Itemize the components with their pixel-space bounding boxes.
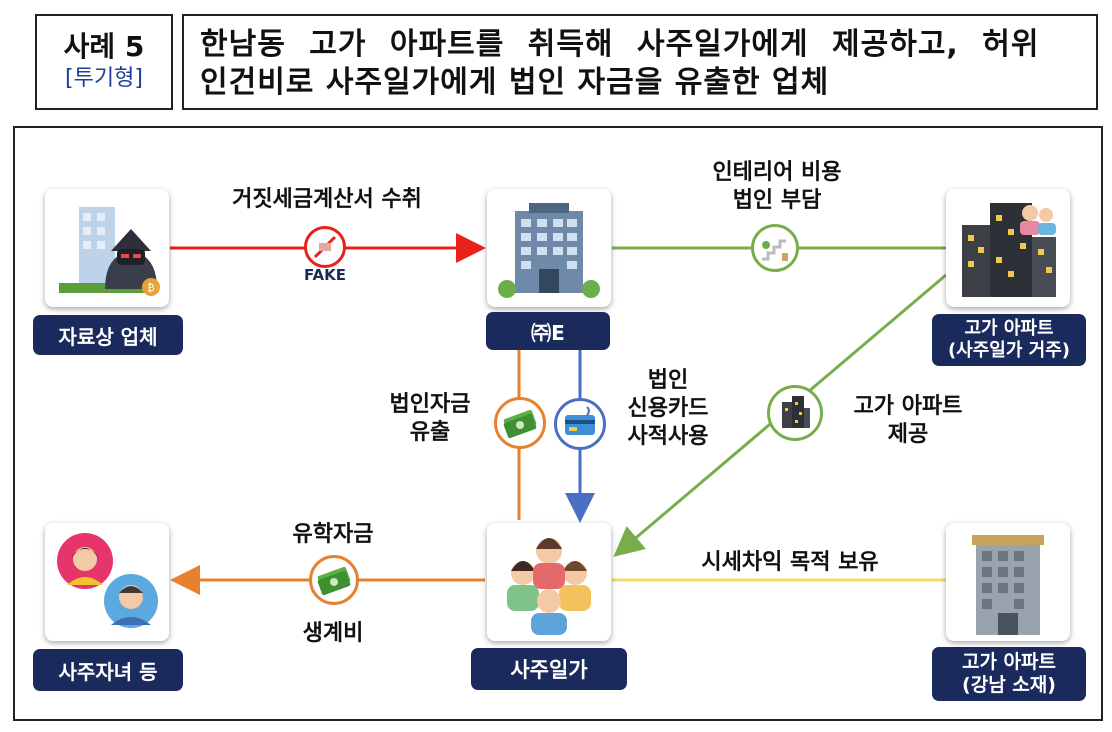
apartment-provided-label-2: 제공 (887, 422, 929, 447)
svg-text:₿: ₿ (147, 282, 154, 294)
luxury-apartment-card (946, 189, 1070, 307)
family-card (487, 523, 611, 641)
apartment-tower-icon (962, 203, 1056, 297)
study-funds-label: 유학자금 (292, 522, 374, 547)
credit-card-label-3: 사적사용 (627, 424, 709, 449)
company-card (487, 189, 611, 307)
money-icon (494, 397, 546, 449)
hacker-icon: ₿ (59, 207, 160, 296)
case-type: [투기형] (65, 66, 143, 91)
credit-card-label-2: 신용카드 (627, 396, 709, 421)
case-title: 사례 5 (63, 30, 145, 63)
no-sign-icon (304, 226, 346, 268)
family-group-icon (507, 538, 591, 635)
funds-outflow-label-2: 유출 (409, 420, 451, 445)
interior-cost-label-1: 인테리어 비용 (712, 160, 842, 185)
interior-cost-label-2: 법인 부담 (732, 188, 822, 213)
broker-label: 자료상 업체 (33, 315, 183, 355)
children-icon (57, 533, 158, 628)
headline-box: 한남동 고가 아파트를 취득해 사주일가에게 제공하고, 허위 인건비로 사주일… (182, 14, 1098, 110)
office-building-icon (498, 203, 600, 298)
children-label: 사주자녀 등 (33, 649, 183, 691)
gangnam-apartment-label: 고가 아파트 (강남 소재) (932, 647, 1086, 701)
broker-card: ₿ (45, 189, 169, 307)
funds-outflow-label-1: 법인자금 (389, 392, 471, 417)
hold-for-gain-label: 시세차익 목적 보유 (701, 550, 879, 575)
family-label: 사주일가 (471, 648, 627, 690)
living-costs-label: 생계비 (302, 621, 364, 646)
fake-stamp: FAKE (303, 266, 346, 284)
apartment-provided-label-1: 고가 아파트 (853, 394, 963, 419)
credit-card-icon (554, 398, 606, 450)
gangnam-apartment-card (946, 523, 1070, 641)
headline-line-2: 인건비로 사주일가에게 법인 자금을 유출한 업체 (200, 65, 830, 100)
diagram-frame (13, 126, 1103, 721)
money-icon (309, 555, 359, 605)
luxury-apartment-label: 고가 아파트 (사주일가 거주) (932, 314, 1086, 366)
mini-building-icon (767, 385, 823, 441)
children-card (45, 523, 169, 641)
gangnam-building-icon (972, 535, 1044, 635)
case-box: 사례 5 [투기형] (35, 14, 173, 110)
interior-stairs-icon (751, 224, 799, 272)
fake-invoice-label: 거짓세금계산서 수취 (232, 187, 422, 212)
credit-card-label-1: 법인 (647, 368, 689, 393)
headline-line-1: 한남동 고가 아파트를 취득해 사주일가에게 제공하고, 허위 (200, 27, 1040, 62)
company-label: ㈜E (486, 312, 610, 350)
